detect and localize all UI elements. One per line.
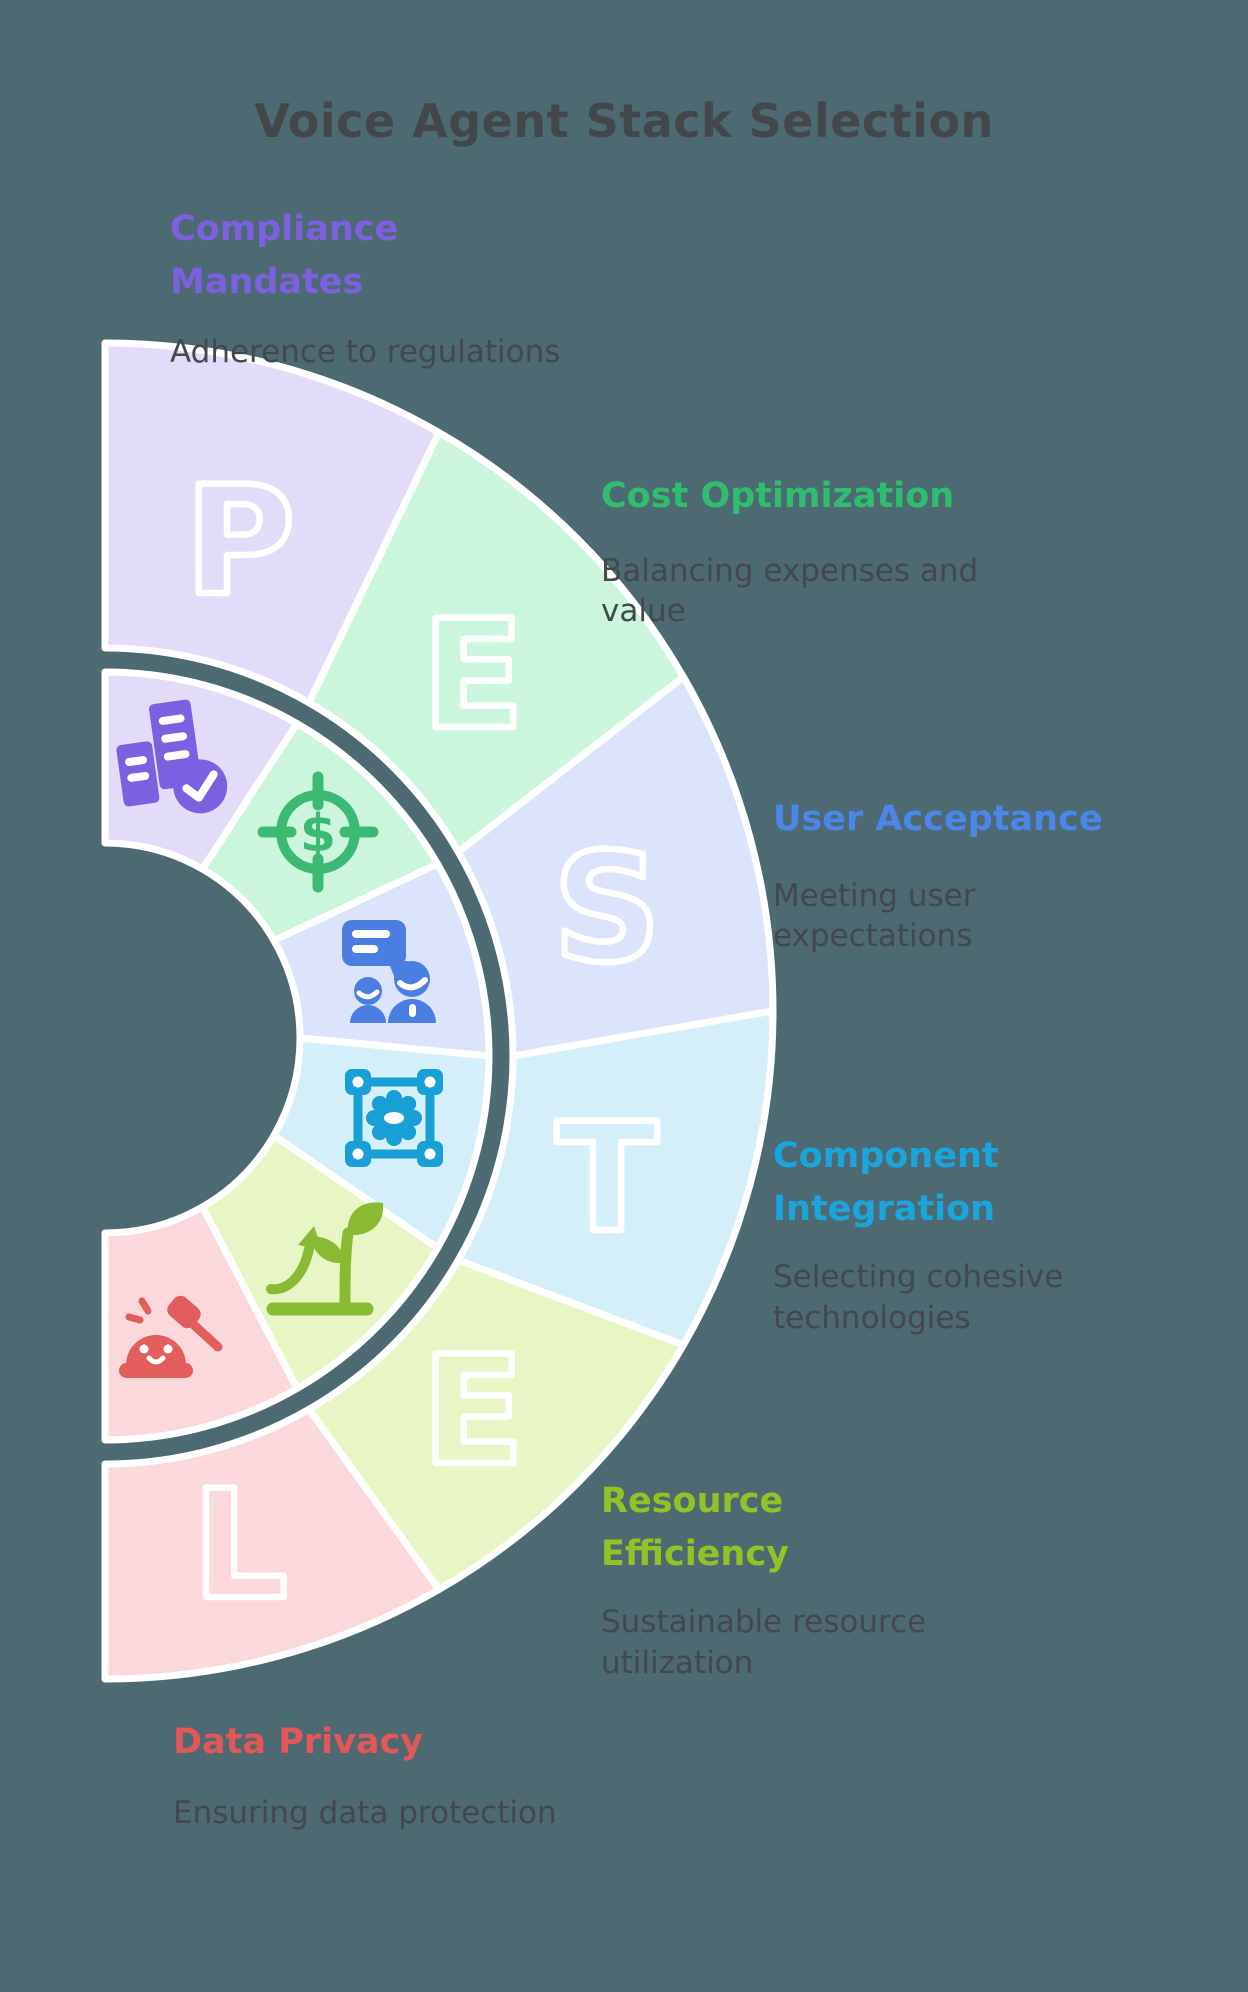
ring-letter-p: P <box>185 455 295 629</box>
label-cost: Cost Optimization Balancing expenses and… <box>601 470 1021 632</box>
node-dot <box>424 1148 436 1160</box>
spark <box>125 1313 144 1324</box>
window <box>127 771 150 782</box>
arrow-head <box>298 1226 322 1250</box>
bubble-line <box>352 930 390 938</box>
stem <box>339 1227 354 1311</box>
ring-letter-e2: E <box>422 1325 524 1499</box>
arrow-curve <box>266 1244 314 1295</box>
inner-ring: $ <box>101 668 493 1444</box>
eye <box>139 1344 149 1354</box>
label-description: Selecting cohesive technologies <box>773 1259 1064 1336</box>
label-description: Sustainable resource utilization <box>601 1604 927 1681</box>
label-component: Component Integration Selecting cohesive… <box>773 1130 1113 1339</box>
label-description: Ensuring data protection <box>173 1794 557 1831</box>
window <box>158 714 185 725</box>
label-privacy: Data Privacy Ensuring data protection <box>173 1716 613 1833</box>
bubble-line <box>352 945 378 953</box>
window <box>161 732 188 743</box>
outer-segment-privacy <box>101 1405 443 1683</box>
leaf-right <box>347 1202 384 1236</box>
page-title: Voice Agent Stack Selection <box>254 94 994 148</box>
node-dot <box>352 1076 364 1088</box>
smile <box>356 989 380 1000</box>
label-compliance: Compliance Mandates Adherence to regulat… <box>170 203 600 373</box>
label-heading: Compliance Mandates <box>170 209 399 302</box>
gavel-head <box>167 1295 201 1329</box>
ring-letter-t: T <box>556 1092 658 1266</box>
smile <box>397 977 428 991</box>
ring-letter-l: L <box>192 1459 288 1633</box>
ring-letter-e1: E <box>422 589 524 763</box>
mole-dome <box>126 1335 186 1369</box>
label-heading: Resource Efficiency <box>601 1481 789 1574</box>
node-dot <box>424 1076 436 1088</box>
building-check-icon <box>116 699 228 814</box>
window <box>125 756 148 767</box>
label-description: Meeting user expectations <box>773 877 976 955</box>
gavel-handle <box>189 1320 223 1352</box>
target-ticks <box>257 771 379 893</box>
chip-frame-icon <box>345 1069 443 1167</box>
frame <box>353 1077 435 1159</box>
dollar-target-icon: $ <box>257 771 379 893</box>
outer-ring: P E S T E L <box>101 339 777 1683</box>
node-dot <box>352 1148 364 1160</box>
dollar-glyph: $ <box>300 804 336 864</box>
window <box>163 750 190 761</box>
label-description: Adherence to regulations <box>170 334 561 370</box>
check-mark <box>182 770 218 802</box>
person-head-small <box>354 977 382 1005</box>
label-heading: Component Integration <box>773 1136 999 1229</box>
gavel-mole-icon <box>119 1295 223 1378</box>
spark <box>138 1297 152 1315</box>
label-heading: Data Privacy <box>173 1722 424 1762</box>
label-heading: User Acceptance <box>773 799 1103 839</box>
inner-segment-privacy <box>101 1203 301 1444</box>
collar <box>409 1004 416 1017</box>
mole-base <box>119 1363 193 1378</box>
label-heading: Cost Optimization <box>601 476 955 516</box>
growth-plant-icon <box>266 1202 384 1316</box>
label-user: User Acceptance Meeting user expectation… <box>773 793 1173 957</box>
conversation-users-icon <box>342 920 436 1023</box>
ring-letter-s: S <box>553 822 661 996</box>
speech-bubble <box>342 920 406 966</box>
label-description: Balancing expenses and value <box>601 552 979 630</box>
gear-slot <box>384 1112 404 1124</box>
eye <box>163 1344 173 1354</box>
mouth <box>146 1355 166 1365</box>
label-resource: Resource Efficiency Sustainable resource… <box>601 1475 971 1684</box>
person-body-small <box>350 1005 386 1023</box>
